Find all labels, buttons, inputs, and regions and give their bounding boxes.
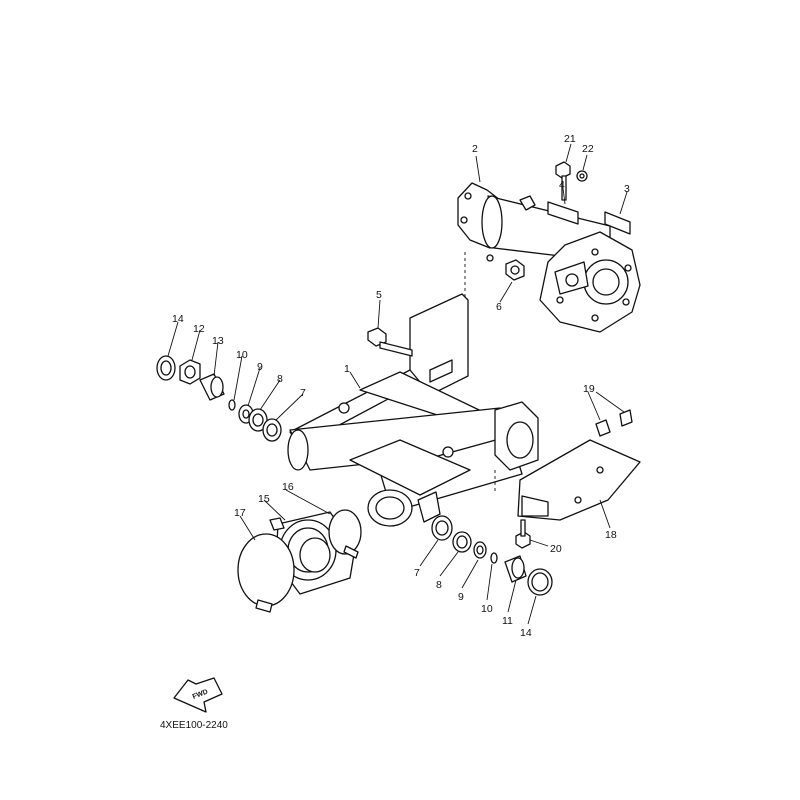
- callout-9-right: 9: [458, 591, 464, 603]
- seal-7-right: [431, 515, 453, 541]
- callout-21: 21: [564, 133, 576, 145]
- bearing-8-right: [452, 531, 472, 553]
- callout-15: 15: [258, 493, 270, 505]
- callout-16: 16: [282, 481, 294, 493]
- bolt-20: [515, 519, 531, 549]
- callout-10-right: 10: [481, 603, 493, 615]
- washer-9-right: [473, 541, 487, 559]
- callout-7-right: 7: [414, 567, 420, 579]
- band-17: [237, 533, 295, 613]
- callout-20: 20: [550, 543, 562, 555]
- callout-4: 4: [559, 179, 565, 191]
- oring-10-left: [228, 399, 236, 411]
- decal-3: [604, 211, 631, 235]
- callout-6: 6: [496, 301, 502, 313]
- callout-5: 5: [376, 289, 382, 301]
- callout-14-right: 14: [520, 627, 532, 639]
- callout-2: 2: [472, 143, 478, 155]
- callout-13: 13: [212, 335, 224, 347]
- swing-arm: [287, 293, 539, 527]
- housing-flange: [539, 231, 641, 333]
- callout-14-left: 14: [172, 313, 184, 325]
- callout-numbers: 2 21 22 4 3 5 6 1 14 12 13 10 9 8 7 16 1…: [172, 133, 630, 639]
- callout-9-left: 9: [257, 361, 263, 373]
- leader-lines: [167, 143, 628, 625]
- callout-10-left: 10: [236, 349, 248, 361]
- seal-14-left: [156, 355, 176, 381]
- callout-8-right: 8: [436, 579, 442, 591]
- cap-14-right: [527, 568, 553, 596]
- callout-1: 1: [344, 363, 350, 375]
- callout-19: 19: [583, 383, 595, 395]
- seal-7-left: [262, 418, 282, 442]
- bearing-8-left: [248, 408, 268, 432]
- callout-3: 3: [624, 183, 630, 195]
- callout-7-left: 7: [300, 387, 306, 399]
- bolt-21: [555, 161, 571, 201]
- fwd-arrow-icon: FWD: [173, 677, 223, 713]
- oring-10-right: [490, 552, 498, 564]
- drawing-code: 4XEE100-2240: [160, 720, 228, 731]
- callout-12: 12: [193, 323, 205, 335]
- callout-17: 17: [234, 507, 246, 519]
- clip-19: [595, 409, 633, 437]
- guard-18: [517, 439, 641, 521]
- callout-22: 22: [582, 143, 594, 155]
- bolt-5: [367, 327, 413, 357]
- pivot-shaft-11: [504, 555, 527, 583]
- nut-22: [576, 170, 588, 182]
- nut-12: [179, 359, 201, 385]
- nut-6: [505, 259, 525, 281]
- band-16: [328, 509, 362, 559]
- decal-4: [547, 201, 579, 225]
- callout-8-left: 8: [277, 373, 283, 385]
- pivot-shaft-13: [199, 373, 225, 401]
- callout-11: 11: [502, 615, 513, 627]
- callout-18: 18: [605, 529, 617, 541]
